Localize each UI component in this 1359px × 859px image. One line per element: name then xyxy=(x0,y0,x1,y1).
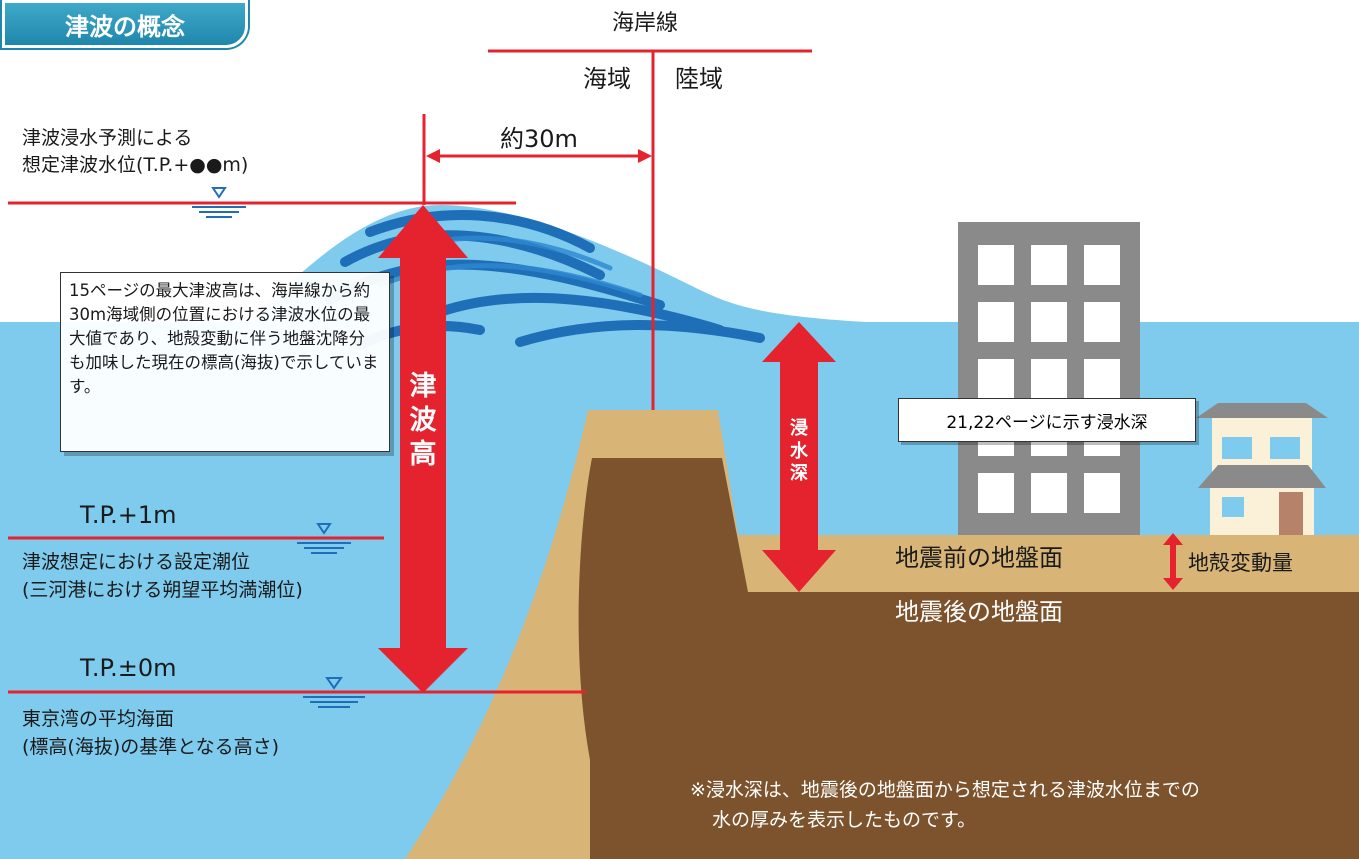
inundation-depth-arrow xyxy=(762,322,836,592)
land-side-label: 陸域 xyxy=(675,65,723,93)
inundation-depth-char-1: 浸 xyxy=(790,418,808,439)
tide-level-line1: 津波想定における設定潮位 xyxy=(22,551,251,573)
coastline-lines xyxy=(422,49,812,410)
inundation-depth-char-2: 水 xyxy=(790,440,808,462)
house xyxy=(1196,403,1328,535)
footnote-line1: ※浸水深は、地震後の地盤面から想定される津波水位までの xyxy=(690,779,1200,801)
predicted-level-line2: 想定津波水位(T.P.+●●m) xyxy=(22,154,249,176)
mean-sea-level-line1: 東京湾の平均海面 xyxy=(22,708,175,730)
inundation-callout: 21,22ページに示す浸水深 xyxy=(898,398,1196,442)
building xyxy=(958,222,1140,535)
tide-level-line2: (三河港における朔望平均満潮位) xyxy=(22,579,303,601)
inundation-depth-char-3: 深 xyxy=(790,463,808,484)
mean-sea-level-value: T.P.±0m xyxy=(80,654,177,682)
sea-side-label: 海域 xyxy=(583,65,631,93)
tsunami-height-char-3: 高 xyxy=(409,438,437,470)
mean-sea-level-line2: (標高(海抜)の基準となる高さ) xyxy=(22,736,280,758)
tsunami-height-char-2: 波 xyxy=(409,404,437,436)
tsunami-height-label: 津 波 高 xyxy=(400,370,446,471)
tsunami-height-char-1: 津 xyxy=(409,371,437,402)
coastline-label: 海岸線 xyxy=(612,11,679,36)
page-title: 津波の概念 xyxy=(2,0,248,48)
ground-after-label: 地震後の地盤面 xyxy=(895,598,1063,626)
distance-arrow xyxy=(426,149,652,163)
inundation-depth-label: 浸 水 深 xyxy=(780,418,818,486)
tide-level-value: T.P.+1m xyxy=(80,501,177,529)
predicted-level-line1: 津波浸水予測による xyxy=(22,127,193,149)
footnote-line2: 水の厚みを表示したものです。 xyxy=(712,809,977,831)
tsunami-height-arrow xyxy=(378,205,468,693)
distance-label: 約30m xyxy=(500,125,578,153)
water-level-symbols xyxy=(192,187,365,708)
ground-after xyxy=(578,458,1359,859)
ground-before-label: 地震前の地盤面 xyxy=(895,544,1063,572)
note-box: 15ページの最大津波高は、海岸線から約30m海域側の位置における津波水位の最大値… xyxy=(60,272,390,452)
crustal-change-label: 地殻変動量 xyxy=(1188,551,1293,575)
level-lines xyxy=(8,201,586,694)
crustal-change-arrow xyxy=(1163,533,1183,590)
